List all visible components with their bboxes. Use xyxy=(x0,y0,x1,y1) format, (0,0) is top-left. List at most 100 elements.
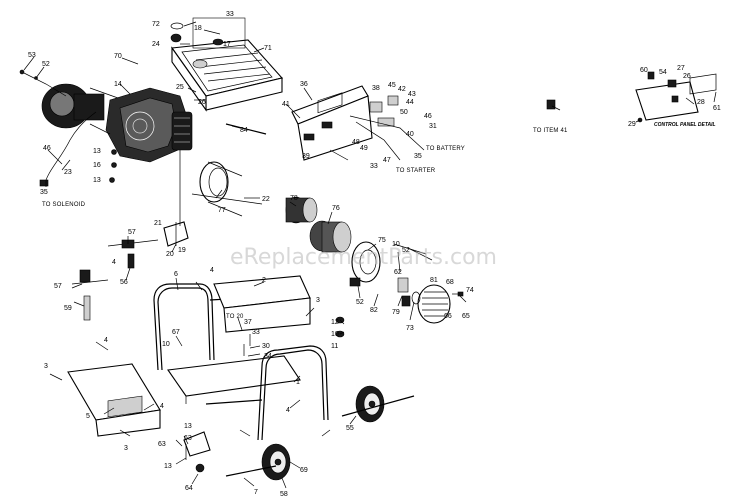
callout-10-b: 10 xyxy=(331,331,339,338)
solenoid-lead xyxy=(39,111,97,187)
callout-71: 71 xyxy=(264,45,272,52)
rear-bearing-carrier xyxy=(349,241,381,287)
callout-numbers: 53 52 46 23 35 14 70 13 16 13 72 24 18 3… xyxy=(28,11,721,498)
callout-52-c: 52 xyxy=(356,299,364,306)
callout-4-d: 4 xyxy=(160,403,164,410)
callout-4-a: 4 xyxy=(112,259,116,266)
control-panel xyxy=(291,85,425,161)
callout-84: 84 xyxy=(240,127,248,134)
callout-7: 7 xyxy=(254,489,258,496)
callout-57-b: 57 xyxy=(54,283,62,290)
callout-77: 77 xyxy=(218,207,226,214)
callout-25: 25 xyxy=(176,84,184,91)
callout-34: 34 xyxy=(264,353,272,360)
callout-39: 39 xyxy=(302,153,310,160)
callout-41: 41 xyxy=(282,101,290,108)
callout-50: 50 xyxy=(400,109,408,116)
callout-63-b: 63 xyxy=(184,435,192,442)
callout-23: 23 xyxy=(64,169,72,176)
callout-10-a: 10 xyxy=(392,241,400,248)
callout-76: 76 xyxy=(332,205,340,212)
callout-26-b: 26 xyxy=(683,73,691,80)
callout-74: 74 xyxy=(466,287,474,294)
callout-45: 45 xyxy=(388,82,396,89)
callout-53: 53 xyxy=(28,52,36,59)
callout-4-e: 4 xyxy=(286,407,290,414)
callout-43: 43 xyxy=(408,91,416,98)
callout-47: 47 xyxy=(383,157,391,164)
callout-21: 21 xyxy=(154,220,162,227)
callout-70: 70 xyxy=(114,53,122,60)
callout-20: 20 xyxy=(166,251,174,258)
callout-59: 59 xyxy=(64,305,72,312)
callout-16: 16 xyxy=(93,162,101,169)
callout-52-a: 52 xyxy=(42,61,50,68)
callout-24: 24 xyxy=(152,41,160,48)
callout-14: 14 xyxy=(114,81,122,88)
callout-1: 1 xyxy=(296,379,300,386)
callout-68: 68 xyxy=(446,279,454,286)
watermark: eReplacementParts.com xyxy=(230,245,497,270)
callout-6: 6 xyxy=(174,271,178,278)
callout-46-a: 46 xyxy=(43,145,51,152)
callout-33-c: 33 xyxy=(252,329,260,336)
callout-37-b: 37 xyxy=(244,319,252,326)
callout-57-a: 57 xyxy=(128,229,136,236)
callout-42: 42 xyxy=(398,86,406,93)
callout-27: 27 xyxy=(677,65,685,72)
part-83 xyxy=(546,99,556,110)
screws xyxy=(49,281,315,437)
callout-33-b: 33 xyxy=(370,163,378,170)
callout-29: 29 xyxy=(628,121,636,128)
callout-19: 19 xyxy=(178,247,186,254)
wheel-left xyxy=(261,443,291,481)
callout-82: 82 xyxy=(370,307,378,314)
callout-2: 2 xyxy=(262,277,266,284)
dipstick-84 xyxy=(225,123,267,135)
stator-housing xyxy=(199,161,243,217)
stator-76 xyxy=(309,220,352,253)
callout-58: 58 xyxy=(280,491,288,498)
starter-motor xyxy=(41,83,119,135)
mount-bracket-21 xyxy=(163,221,189,247)
callout-13-b: 13 xyxy=(93,177,101,184)
bolts-13-16 xyxy=(109,149,117,183)
to-battery-label: TO BATTERY xyxy=(426,146,465,152)
callout-78: 78 xyxy=(290,195,298,202)
callout-55: 55 xyxy=(346,425,354,432)
callout-48: 48 xyxy=(352,139,360,146)
callout-33-a: 33 xyxy=(226,11,234,18)
fuel-tank xyxy=(171,17,284,112)
callout-49: 49 xyxy=(360,145,368,152)
callout-61: 61 xyxy=(713,105,721,112)
engine xyxy=(105,87,193,163)
callout-46-b: 46 xyxy=(424,113,432,120)
fuel-cap xyxy=(170,22,184,43)
callout-30: 30 xyxy=(262,343,270,350)
callout-17: 17 xyxy=(223,41,231,48)
foot-bracket xyxy=(183,431,211,473)
callout-11: 11 xyxy=(331,343,338,350)
callout-35-b: 35 xyxy=(414,153,422,160)
callout-26: 26 xyxy=(198,99,206,106)
to-item-41-label: TO ITEM 41 xyxy=(533,128,568,134)
callout-69: 69 xyxy=(300,467,308,474)
callout-44: 44 xyxy=(406,99,414,106)
cross-rail-2 xyxy=(213,275,311,333)
callout-4-b: 4 xyxy=(210,267,214,274)
to-starter-label: TO STARTER xyxy=(396,168,436,174)
callout-40: 40 xyxy=(406,131,414,138)
leader-lines xyxy=(23,21,717,489)
to-item-20-label: TO 20 xyxy=(226,314,244,320)
end-cover-80 xyxy=(417,284,451,324)
callout-60: 60 xyxy=(640,67,648,74)
frame-cradle xyxy=(153,283,329,441)
callout-12: 12 xyxy=(331,319,339,326)
callout-3-a: 3 xyxy=(316,297,320,304)
callout-5: 5 xyxy=(86,413,90,420)
thru-bolts xyxy=(191,193,433,261)
callout-31: 31 xyxy=(429,123,437,130)
callout-73: 73 xyxy=(406,325,414,332)
to-solenoid-label: TO SOLENOID xyxy=(42,202,86,208)
callout-65: 65 xyxy=(462,313,470,320)
